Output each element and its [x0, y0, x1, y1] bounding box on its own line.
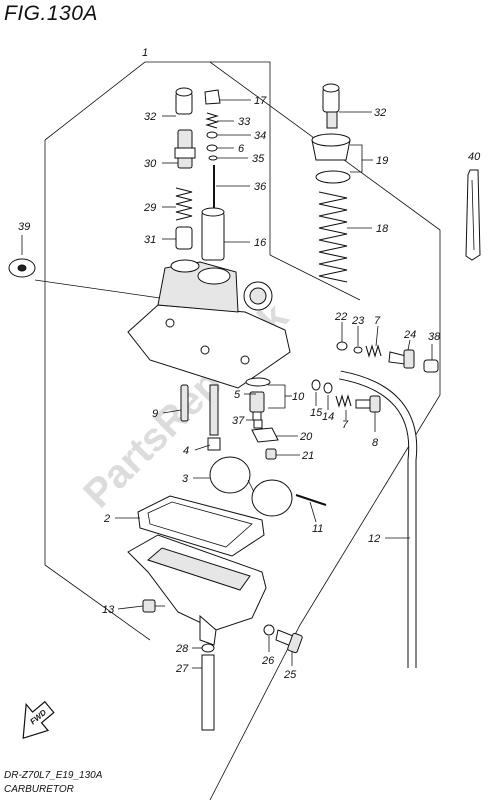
part-28-clip[interactable] [201, 643, 215, 653]
callout-36[interactable]: 36 [254, 181, 267, 193]
float-chamber[interactable] [127, 534, 267, 646]
callout-7-upper[interactable]: 7 [374, 315, 381, 327]
callout-1[interactable]: 1 [142, 47, 148, 59]
part-18-spring[interactable] [318, 191, 348, 283]
part-38-cap[interactable] [423, 359, 439, 373]
callout-15[interactable]: 15 [310, 407, 323, 419]
callout-13[interactable]: 13 [102, 604, 115, 616]
callout-19[interactable]: 19 [376, 155, 388, 167]
callout-16[interactable]: 16 [254, 237, 267, 249]
callout-2[interactable]: 2 [103, 513, 110, 525]
fwd-arrow-icon: FWD [22, 700, 55, 740]
callout-17[interactable]: 17 [254, 95, 267, 107]
part-4-main-jet[interactable] [207, 384, 221, 451]
callout-12[interactable]: 12 [368, 533, 380, 545]
part-31-seal[interactable] [175, 226, 193, 250]
part-6-ring[interactable] [206, 144, 218, 152]
part-29-spring[interactable] [175, 187, 193, 221]
part-16-throttle-valve[interactable] [201, 207, 225, 261]
callout-23[interactable]: 23 [351, 315, 365, 327]
part-34-washer[interactable] [206, 131, 218, 139]
callout-39[interactable]: 39 [18, 221, 30, 233]
part-23-oring[interactable] [353, 346, 363, 354]
part-8-screw[interactable] [355, 395, 381, 413]
callout-31[interactable]: 31 [144, 234, 156, 246]
part-27-drain-tube[interactable] [201, 654, 215, 731]
part-3-float[interactable] [209, 456, 293, 517]
callout-40[interactable]: 40 [468, 151, 481, 163]
part-11-float-pin[interactable] [295, 494, 327, 506]
part-39-nut[interactable] [8, 235, 161, 299]
part-32-cap-right[interactable] [322, 83, 340, 113]
carburetor-body[interactable] [127, 259, 291, 389]
callout-35[interactable]: 35 [252, 153, 265, 165]
callout-33[interactable]: 33 [238, 116, 251, 128]
part-37-jet[interactable] [253, 419, 263, 429]
callout-26[interactable]: 26 [261, 655, 275, 667]
callout-37[interactable]: 37 [232, 415, 245, 427]
callout-22[interactable]: 22 [334, 311, 347, 323]
part-7-spring-lower[interactable] [335, 394, 352, 408]
part-33-spring[interactable] [205, 112, 219, 129]
callout-32-left[interactable]: 32 [144, 111, 156, 123]
callout-24[interactable]: 24 [403, 329, 416, 341]
part-24-screw[interactable] [388, 349, 415, 369]
part-26-washer[interactable] [263, 624, 275, 636]
callout-10[interactable]: 10 [292, 391, 305, 403]
callout-27[interactable]: 27 [175, 663, 189, 675]
callout-25[interactable]: 25 [283, 669, 297, 681]
callout-7-lower[interactable]: 7 [342, 419, 349, 431]
callout-8[interactable]: 8 [372, 437, 379, 449]
part-30-cable-adjuster[interactable] [174, 129, 196, 169]
callout-5[interactable]: 5 [234, 389, 241, 401]
part-13-screw[interactable] [142, 599, 165, 613]
part-9-needle-jet[interactable] [180, 384, 189, 422]
part-7-spring-upper[interactable] [365, 344, 382, 358]
callout-20[interactable]: 20 [299, 431, 313, 443]
part-15-washer[interactable] [311, 379, 321, 391]
figure-title: FIG.130A [4, 2, 98, 25]
part-40-clamp[interactable] [465, 169, 481, 261]
part-22-washer[interactable] [336, 341, 348, 351]
callout-30[interactable]: 30 [144, 158, 157, 170]
callout-11[interactable]: 11 [312, 523, 323, 535]
footer-figure-code: DR-Z70L7_E19_130A [4, 770, 103, 781]
callout-38[interactable]: 38 [428, 331, 441, 343]
part-35-clip[interactable] [208, 155, 218, 161]
assembly-boundary [44, 61, 441, 800]
part-19-starter-plunger[interactable] [311, 111, 351, 184]
callout-29[interactable]: 29 [143, 202, 156, 214]
footer-assembly-name: CARBURETOR [4, 784, 74, 795]
part-14-oring[interactable] [323, 382, 333, 394]
callout-34[interactable]: 34 [254, 130, 266, 142]
part-21-screw[interactable] [265, 448, 277, 460]
callout-32-right[interactable]: 32 [374, 107, 386, 119]
part-12-tube[interactable] [339, 370, 418, 668]
part-17-clip[interactable] [204, 89, 221, 105]
part-20-bracket[interactable] [251, 427, 279, 443]
callout-3[interactable]: 3 [182, 473, 189, 485]
part-5-oring[interactable] [245, 377, 271, 387]
leader-lines [115, 99, 433, 669]
callout-28[interactable]: 28 [175, 643, 189, 655]
callout-6[interactable]: 6 [238, 143, 245, 155]
part-10-jet-holder[interactable] [249, 391, 265, 421]
callout-21[interactable]: 21 [301, 450, 314, 462]
callout-9[interactable]: 9 [152, 408, 158, 420]
callout-18[interactable]: 18 [376, 223, 389, 235]
part-25-screw[interactable] [275, 629, 303, 654]
callout-14[interactable]: 14 [322, 411, 334, 423]
part-2-gasket[interactable] [137, 495, 265, 557]
callout-4[interactable]: 4 [183, 445, 189, 457]
part-32-cap-left[interactable] [175, 87, 193, 115]
